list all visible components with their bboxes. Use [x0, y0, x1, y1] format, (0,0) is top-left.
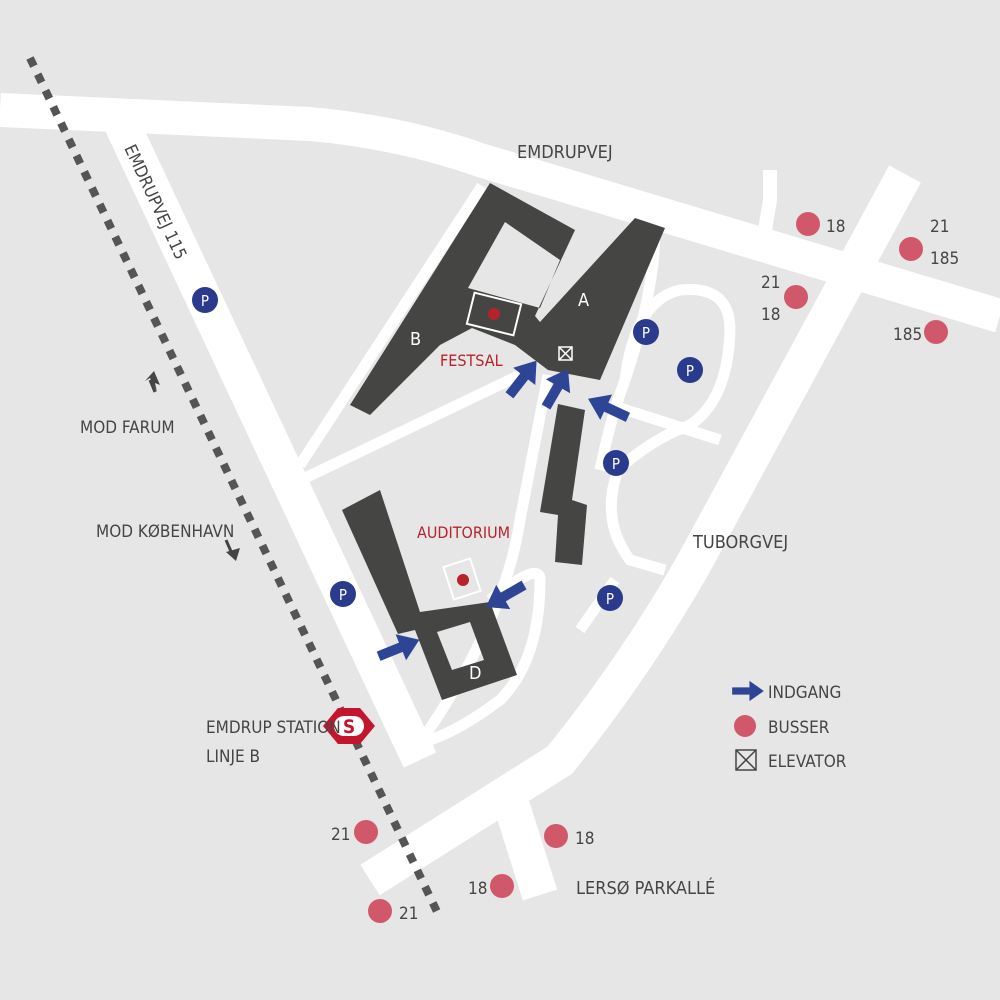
- parking-icon: P: [677, 357, 703, 383]
- buildings: [342, 183, 665, 700]
- svg-text:21: 21: [930, 217, 949, 237]
- svg-text:P: P: [339, 586, 347, 604]
- railway-track: [26, 56, 444, 920]
- legend: INDGANG BUSSER ELEVATOR: [732, 680, 847, 772]
- svg-text:185: 185: [930, 249, 959, 269]
- path-campus-diagonal: [302, 370, 523, 483]
- svg-text:185: 185: [893, 325, 922, 345]
- bus-stop: 18: [544, 824, 594, 849]
- svg-text:P: P: [642, 324, 650, 342]
- elevator-icon: [735, 749, 757, 771]
- path-auditorium-loop: [428, 567, 546, 746]
- legend-buses: BUSSER: [734, 715, 830, 738]
- svg-text:21: 21: [331, 825, 350, 845]
- building-a-b: [350, 183, 665, 415]
- building-label-a: A: [578, 290, 589, 311]
- road-stub: [758, 170, 777, 232]
- building-label-d: D: [469, 663, 481, 684]
- elevator-icon: [558, 346, 573, 361]
- parking-icon: P: [330, 581, 356, 607]
- path-campus-left: [295, 182, 487, 469]
- svg-text:P: P: [201, 292, 209, 310]
- svg-text:21: 21: [761, 273, 780, 293]
- festsal-room: [465, 291, 523, 337]
- svg-text:MOD KØBENHAVN: MOD KØBENHAVN: [96, 522, 234, 542]
- road-network: [0, 93, 1000, 901]
- parking-icon: P: [633, 319, 659, 345]
- bus-stop: 18: [468, 874, 514, 899]
- bus-stop-icon: [734, 715, 756, 737]
- arrow-up-icon: [145, 371, 160, 392]
- building-c: [540, 404, 587, 565]
- bus-stop: 21: [331, 820, 378, 845]
- road-emdrupvej: [0, 93, 1000, 333]
- parking-icon: P: [597, 585, 623, 611]
- building-d: [342, 490, 517, 700]
- svg-text:INDGANG: INDGANG: [768, 683, 841, 703]
- festsal-label: FESTSAL: [440, 351, 503, 370]
- direction-koebenhavn: MOD KØBENHAVN: [96, 522, 240, 561]
- svg-text:MOD FARUM: MOD FARUM: [80, 418, 175, 438]
- svg-text:P: P: [686, 362, 694, 380]
- building-label-b: B: [410, 329, 421, 350]
- legend-entrance: INDGANG: [732, 680, 841, 703]
- station-name: EMDRUP STATION: [206, 718, 341, 738]
- svg-text:21: 21: [399, 904, 418, 924]
- auditorium-room: [442, 557, 482, 601]
- legend-elevator: ELEVATOR: [735, 749, 847, 772]
- parking-icon: P: [192, 287, 218, 313]
- bus-stop: 21 185: [899, 217, 959, 269]
- road-tuborgvej: [360, 165, 921, 896]
- bus-stop: 185: [893, 320, 948, 345]
- svg-text:P: P: [606, 590, 614, 608]
- svg-text:18: 18: [468, 879, 487, 899]
- bus-stop: 21: [368, 899, 418, 924]
- svg-text:P: P: [612, 455, 620, 473]
- direction-farum: MOD FARUM: [80, 371, 175, 438]
- svg-text:18: 18: [575, 829, 594, 849]
- road-emdrupvej-115: [103, 112, 437, 768]
- road-lersoe-parkalle: [492, 794, 558, 901]
- station-line: LINJE B: [206, 747, 260, 767]
- station-sign-letter: S: [343, 716, 355, 738]
- bus-stops: 18 21 185 21 18 185 21 18 18: [331, 212, 959, 924]
- label-tuborgvej: TUBORGVEJ: [692, 532, 788, 553]
- label-lersoe-parkalle: LERSØ PARKALLÉ: [576, 877, 715, 899]
- bus-stop: 21 18: [761, 273, 808, 325]
- path-campus-parking-loop: [605, 284, 736, 576]
- svg-text:18: 18: [761, 305, 780, 325]
- bus-stop: 18: [796, 212, 845, 237]
- label-emdrupvej: EMDRUPVEJ: [517, 142, 613, 163]
- svg-text:18: 18: [826, 217, 845, 237]
- station-sign: S: [323, 708, 375, 744]
- parking-markers: P P P P P P: [192, 287, 703, 611]
- path-campus-tuborg-link: [618, 402, 722, 446]
- auditorium-label: AUDITORIUM: [417, 523, 510, 542]
- svg-text:BUSSER: BUSSER: [768, 718, 830, 738]
- parking-icon: P: [603, 450, 629, 476]
- svg-text:ELEVATOR: ELEVATOR: [768, 752, 847, 772]
